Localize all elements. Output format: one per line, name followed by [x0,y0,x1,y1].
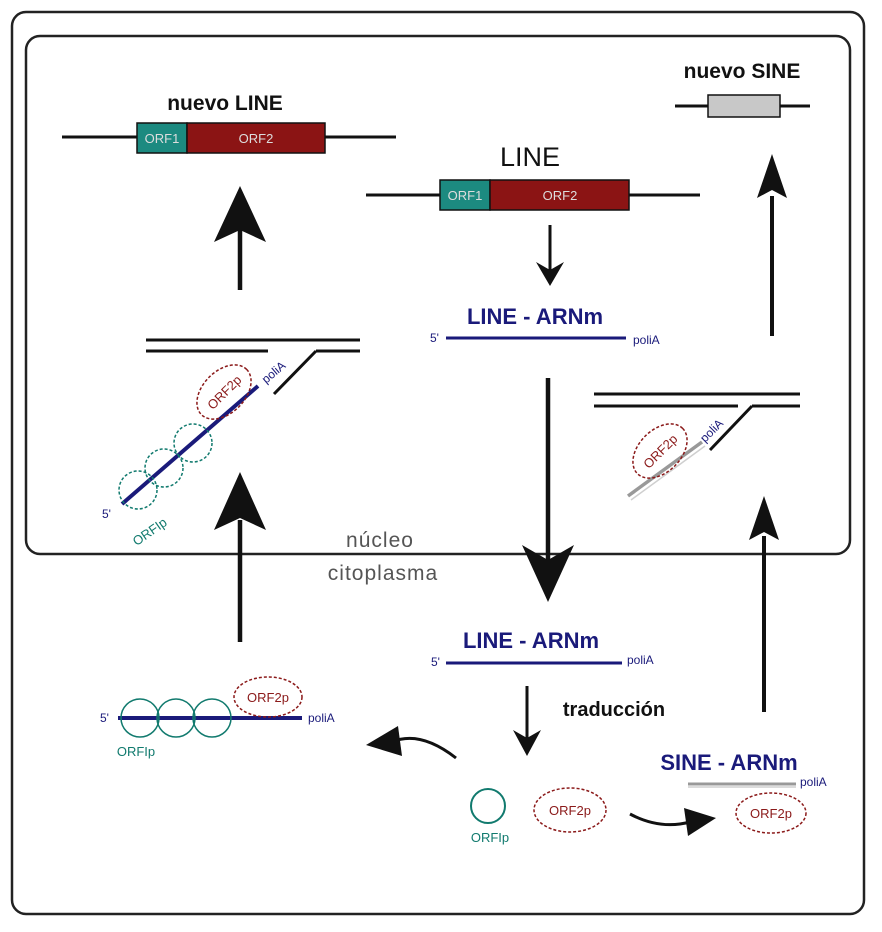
integration-arrow-line [214,186,266,290]
export-arrow [522,378,574,602]
new-sine-box [707,94,781,118]
orf2p-protein [735,792,807,834]
import-arrow-sine [749,496,779,712]
nucleus-label: núcleo [346,529,414,552]
orf1p-protein [192,698,232,738]
translation-label: traducción [563,699,665,721]
orf1p-label: ORFIp [471,830,509,845]
orf2p-protein [196,364,252,420]
new-line-orf2-box [186,122,326,154]
five-prime-label: 5' [102,507,111,521]
new-line-element: nuevo LINE ORF1 ORF2 [62,92,396,154]
line-orf2-label: ORF2 [543,188,578,203]
cell-border [10,10,866,916]
new-line-orf2-label: ORF2 [239,131,274,146]
integration-arrow-sine [757,154,787,336]
nucleus-border [24,34,852,556]
orf2p-label: ORF2p [750,806,792,821]
free-proteins: ORFIp ORF2p [470,787,607,845]
line-title: LINE [500,142,560,172]
line-mrna-cytoplasm: LINE - ARNm 5' poliA [431,628,654,669]
new-sine-element: nuevo SINE [675,60,810,118]
line-element: LINE ORF1 ORF2 [366,142,700,211]
orf1p-label: ORFIp [130,514,170,548]
cytoplasm-label: citoplasma [328,562,438,585]
sine-mrna-polia: poliA [800,775,827,789]
sine-mrna-title: SINE - ARNm [660,750,797,775]
orf1p-protein [144,448,184,488]
new-line-orf1-label: ORF1 [145,131,180,146]
line-orf1-label: ORF1 [448,188,483,203]
orf1p-protein [173,423,213,463]
orf1p-protein [156,698,196,738]
orf1p-label: ORFIp [117,744,155,759]
orf2p-label: ORF2p [247,690,289,705]
orf1p-protein [470,788,506,824]
five-prime-label: 5' [100,711,109,725]
orf2p-label: ORF2p [549,803,591,818]
line-orf2-box [489,179,630,211]
orf2p-protein [233,676,303,718]
line-mrna-nucleus-5prime: 5' [430,331,439,345]
line-mrna-nucleus-polia: poliA [633,333,660,347]
translation-arrow: traducción [513,686,665,756]
line-mrna-nucleus-title: LINE - ARNm [467,304,603,329]
line-mrna-cytoplasm-5prime: 5' [431,655,440,669]
sine-tprt-complex: ORF2p poliA [594,392,800,501]
line-mrna-cytoplasm-polia: poliA [627,653,654,667]
new-line-title: nuevo LINE [167,92,283,115]
new-line-orf1-box [136,122,188,154]
polia-label: poliA [308,711,335,725]
transcription-arrow [536,225,564,286]
line-mrna-nucleus: LINE - ARNm 5' poliA [430,304,660,347]
assembly-arrow-line [366,726,457,760]
import-arrow-line [214,472,266,642]
orf1p-protein [120,698,160,738]
orf2p-protein [632,423,688,479]
line-orf1-box [439,179,491,211]
line-mrna-cytoplasm-title: LINE - ARNm [463,628,599,653]
orf1p-protein [118,470,158,510]
polia-label: poliA [697,416,726,445]
assembly-arrow-sine [629,808,716,836]
sine-mrna-cytoplasm: SINE - ARNm poliA ORF2p [660,750,827,834]
new-sine-title: nuevo SINE [684,60,801,83]
line-rnp-cytoplasm: ORF2p 5' poliA ORFIp [100,676,335,759]
orf2p-protein [533,787,607,833]
